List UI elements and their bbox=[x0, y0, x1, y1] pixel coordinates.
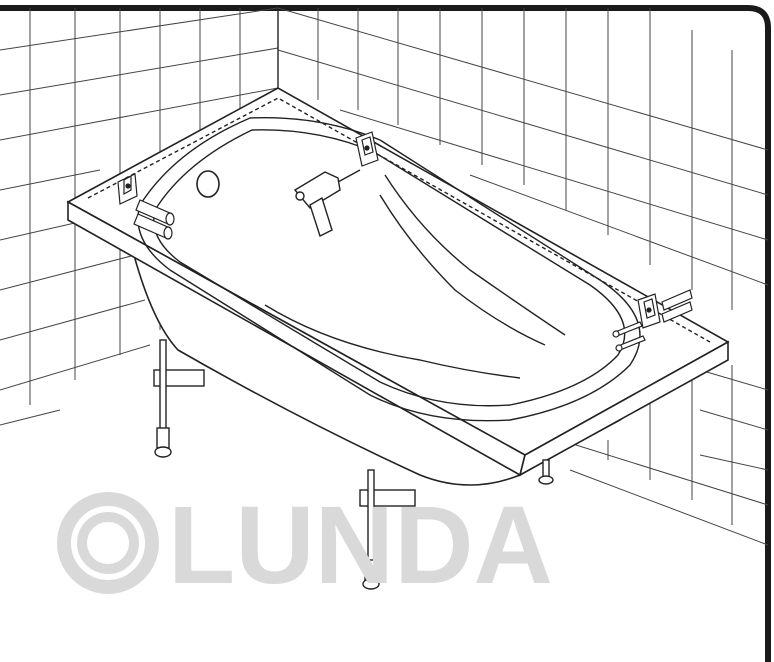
watermark: LUNDA bbox=[57, 484, 553, 607]
bathtub-rim-right bbox=[518, 340, 729, 477]
wall-contact-dashed-lines bbox=[87, 97, 711, 343]
right-tile-wall bbox=[277, 7, 769, 546]
mounting-bracket-middle bbox=[355, 131, 379, 167]
bathtub bbox=[66, 87, 730, 486]
watermark-text: LUNDA bbox=[168, 484, 553, 607]
wall-anchor-icon bbox=[133, 199, 175, 240]
drill-icon bbox=[293, 169, 361, 237]
drain-icon bbox=[196, 170, 220, 198]
bathtub-basin bbox=[137, 116, 641, 422]
support-leg-left bbox=[153, 339, 205, 458]
mounting-bracket-left bbox=[117, 173, 138, 205]
support-leg-front bbox=[359, 469, 416, 590]
watermark-logo-icon bbox=[57, 492, 159, 594]
support-leg-right bbox=[538, 459, 554, 485]
mounting-bracket-right bbox=[637, 293, 661, 329]
frame-border bbox=[0, 5, 771, 662]
screw-icon bbox=[612, 289, 693, 352]
